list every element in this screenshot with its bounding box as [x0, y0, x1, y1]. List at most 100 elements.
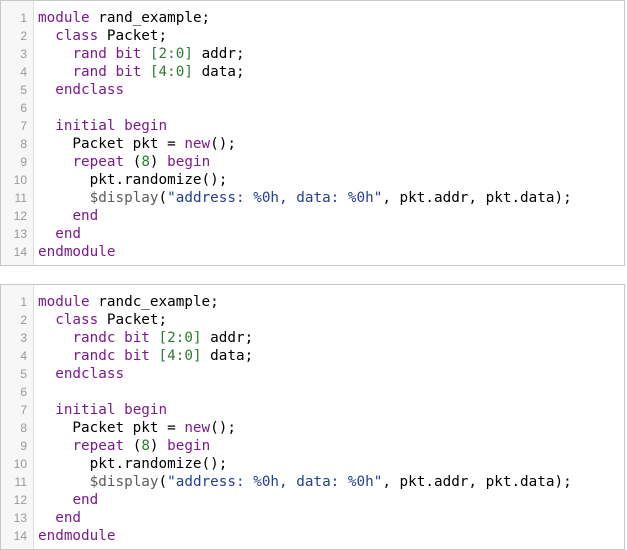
code-token: endclass — [55, 366, 125, 382]
line-number: 3 — [20, 331, 27, 345]
line-number: 1 — [20, 295, 27, 309]
code-token — [38, 348, 72, 364]
code-line: Packet pkt = new(); — [38, 419, 624, 437]
code-token — [38, 510, 55, 526]
code-token: (); — [210, 420, 236, 436]
line-number: 10 — [13, 173, 27, 187]
code-line: end — [38, 509, 624, 527]
code-line: Packet pkt = new(); — [38, 135, 624, 153]
line-number: 10 — [13, 457, 27, 471]
code-token: class — [55, 312, 99, 328]
code-line: pkt.randomize(); — [38, 171, 624, 189]
code-line: class Packet; — [38, 311, 624, 329]
code-area[interactable]: module randc_example; class Packet; rand… — [34, 285, 624, 549]
line-number: 11 — [14, 475, 27, 489]
code-line: rand bit [4:0] data; — [38, 63, 624, 81]
code-token: end — [72, 492, 99, 508]
code-line: pkt.randomize(); — [38, 455, 624, 473]
line-number: 8 — [20, 421, 27, 435]
code-token — [38, 190, 90, 206]
code-token: new — [184, 136, 211, 152]
code-token: endclass — [55, 82, 125, 98]
code-token: ( — [158, 190, 168, 206]
line-number: 14 — [13, 245, 27, 259]
line-number: 13 — [13, 511, 27, 525]
code-token: initial — [55, 118, 116, 134]
code-token — [38, 118, 55, 134]
code-token: end — [55, 226, 82, 242]
code-token — [38, 312, 55, 328]
line-number: 2 — [20, 29, 27, 43]
code-token: Packet; — [98, 312, 168, 328]
code-token: [2:0] — [149, 46, 193, 62]
code-line: initial begin — [38, 401, 624, 419]
code-token: pkt.randomize(); — [38, 172, 228, 188]
code-token: ) — [149, 154, 168, 170]
code-line: module rand_example; — [38, 9, 624, 27]
code-line: endclass — [38, 81, 624, 99]
code-token: new — [184, 420, 211, 436]
code-token: [2:0] — [158, 330, 202, 346]
code-token: "address: %0h, data: %0h" — [167, 474, 383, 490]
code-area[interactable]: module rand_example; class Packet; rand … — [34, 1, 624, 265]
code-token: module — [38, 10, 90, 26]
code-token — [38, 154, 72, 170]
code-line: class Packet; — [38, 27, 624, 45]
code-token: ( — [124, 438, 142, 454]
code-token — [115, 402, 124, 418]
code-token: begin — [167, 154, 211, 170]
code-token: (); — [210, 136, 236, 152]
line-number: 4 — [20, 65, 27, 79]
code-token — [38, 28, 55, 44]
line-number: 12 — [13, 209, 27, 223]
code-line: rand bit [2:0] addr; — [38, 45, 624, 63]
code-token: , pkt.addr, pkt.data); — [382, 190, 572, 206]
code-token: data; — [192, 64, 245, 80]
code-token — [141, 46, 150, 62]
code-token: randc — [72, 330, 116, 346]
code-token: initial — [55, 402, 116, 418]
code-token: [4:0] — [158, 348, 202, 364]
code-token: Packet pkt = — [38, 136, 185, 152]
line-number: 4 — [20, 349, 27, 363]
code-token: 8 — [141, 438, 150, 454]
code-token: , pkt.addr, pkt.data); — [382, 474, 572, 490]
code-token: Packet; — [98, 28, 168, 44]
line-number: 7 — [20, 403, 27, 417]
code-token: data; — [201, 348, 254, 364]
code-token: addr; — [201, 330, 254, 346]
code-token: $display — [89, 190, 159, 206]
line-number: 13 — [13, 227, 27, 241]
line-number: 9 — [20, 155, 27, 169]
code-line — [38, 99, 624, 117]
code-token: $display — [89, 474, 159, 490]
code-token: [4:0] — [149, 64, 193, 80]
line-number: 3 — [20, 47, 27, 61]
code-token — [38, 474, 90, 490]
code-token — [38, 46, 72, 62]
code-token: bit — [124, 330, 150, 346]
code-token — [38, 438, 72, 454]
code-line: module randc_example; — [38, 293, 624, 311]
code-line: initial begin — [38, 117, 624, 135]
code-token — [38, 366, 55, 382]
code-token: rand_example; — [89, 10, 211, 26]
code-token: ( — [124, 154, 142, 170]
code-token: ) — [149, 438, 168, 454]
code-line: randc bit [4:0] data; — [38, 347, 624, 365]
code-token: randc — [72, 348, 116, 364]
line-number: 8 — [20, 137, 27, 151]
line-number: 14 — [13, 529, 27, 543]
code-token: bit — [124, 348, 150, 364]
code-token — [38, 330, 72, 346]
line-number: 5 — [20, 367, 27, 381]
code-line: endmodule — [38, 527, 624, 545]
code-token — [115, 118, 124, 134]
code-line: repeat (8) begin — [38, 153, 624, 171]
code-token: repeat — [72, 438, 125, 454]
code-token — [115, 348, 124, 364]
code-line: endmodule — [38, 243, 624, 261]
code-token: module — [38, 294, 90, 310]
